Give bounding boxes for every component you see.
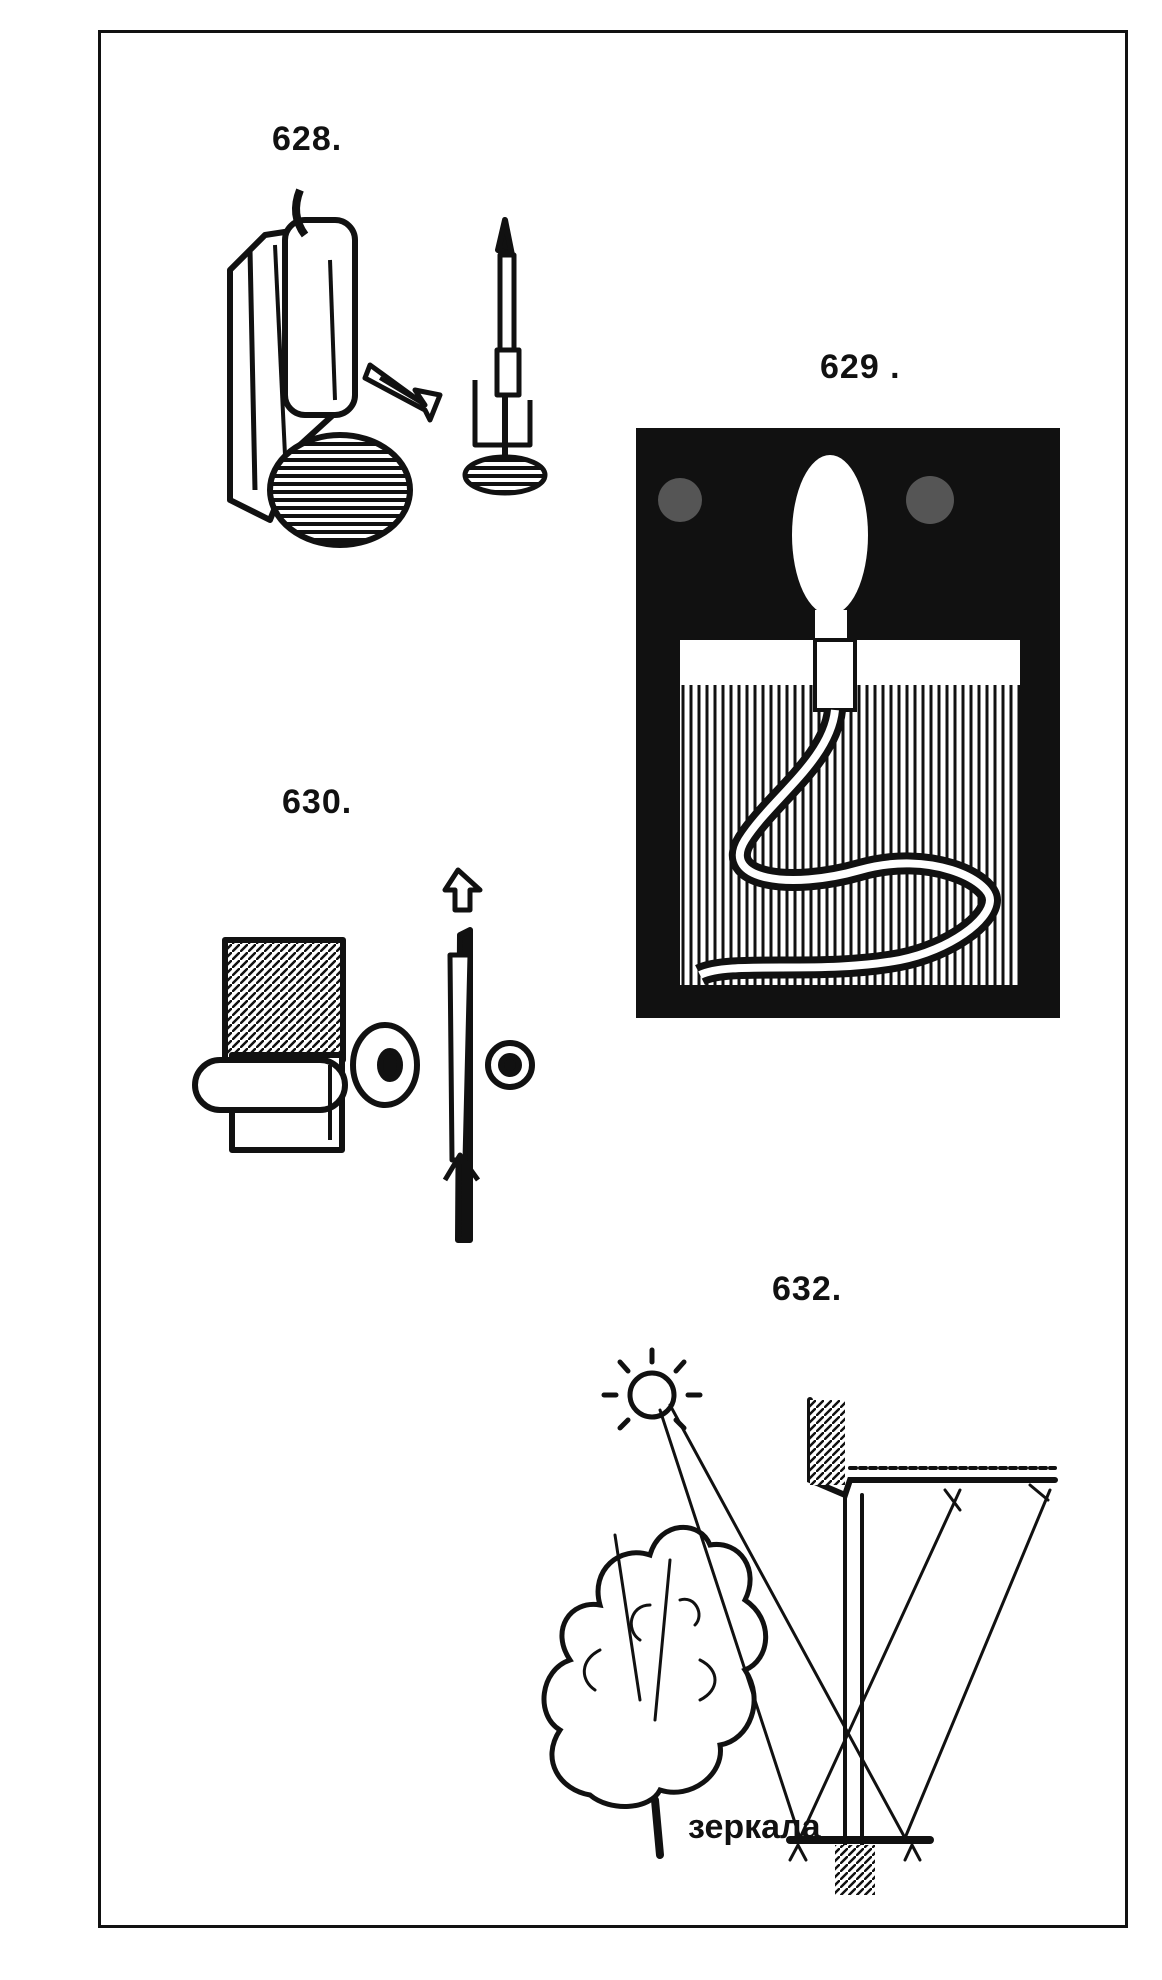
figure-label-628: 628. (272, 120, 343, 158)
figure-frame (98, 30, 1128, 1928)
figure-label-632: 632. (772, 1270, 843, 1308)
mirror-caption: зеркала (688, 1808, 821, 1846)
fig-630-drawing (192, 867, 535, 1243)
fig-632-drawing (541, 1347, 1058, 1895)
figure-label-629: 629 . (820, 348, 901, 386)
fig-628-drawing (227, 188, 548, 548)
fig-629-drawing (636, 428, 1060, 1018)
figure-label-630: 630. (282, 783, 353, 821)
